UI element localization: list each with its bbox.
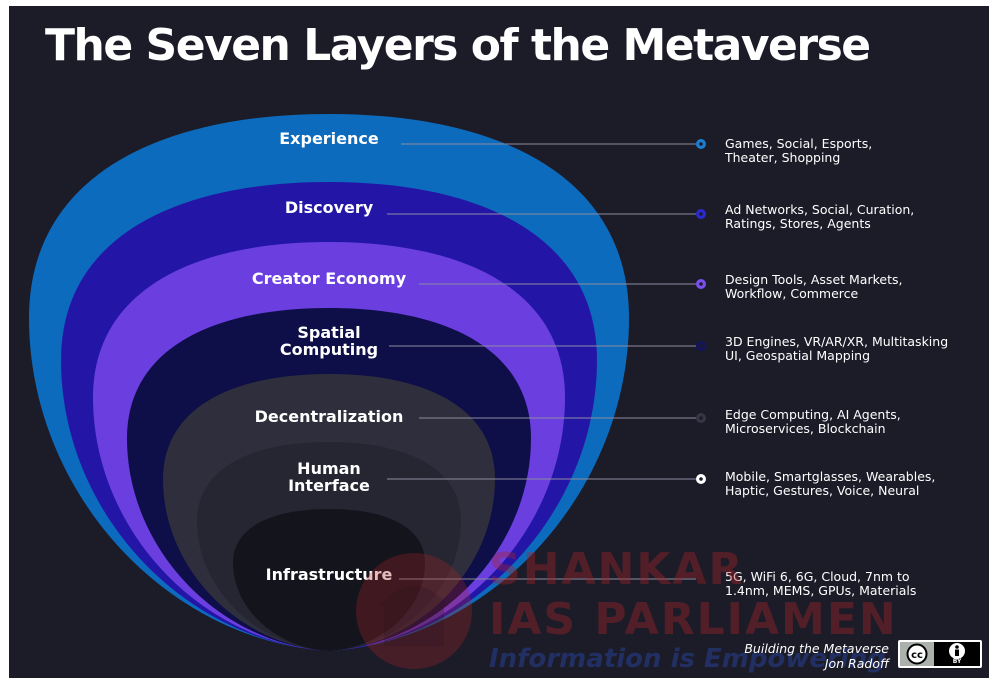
license-badge: cc BY bbox=[898, 640, 982, 668]
page-title: The Seven Layers of the Metaverse bbox=[45, 20, 871, 71]
layer-label-infrastructure: Infrastructure bbox=[265, 565, 393, 584]
connector-marker-dot-decentralization bbox=[699, 416, 703, 420]
cc-icon: cc bbox=[906, 643, 928, 665]
connector-marker-dot-discovery bbox=[699, 212, 703, 216]
layer-label-spatial-computing: Spatial Computing bbox=[279, 323, 379, 359]
infographic: The Seven Layers of the Metaverse Experi… bbox=[9, 6, 989, 678]
layer-description-human-interface: Mobile, Smartglasses, Wearables,Haptic, … bbox=[725, 469, 936, 498]
layers-diagram bbox=[29, 114, 706, 651]
connector-marker-dot-experience bbox=[699, 142, 703, 146]
layer-description-decentralization: Edge Computing, AI Agents,Microservices,… bbox=[725, 407, 901, 436]
layer-description-creator-economy: Design Tools, Asset Markets,Workflow, Co… bbox=[725, 272, 903, 301]
layer-shape-infrastructure bbox=[233, 509, 425, 651]
connector-marker-dot-human-interface bbox=[699, 477, 703, 481]
layer-label-experience: Experience bbox=[279, 129, 379, 148]
cc-by-icon: BY bbox=[934, 642, 980, 666]
layer-label-decentralization: Decentralization bbox=[254, 407, 404, 426]
layer-label-discovery: Discovery bbox=[284, 198, 374, 217]
layer-label-human-interface: Human Interface bbox=[288, 459, 370, 495]
credit: Building the Metaverse Jon Radoff bbox=[744, 641, 889, 671]
connector-marker-dot-infrastructure bbox=[699, 577, 703, 581]
attribution-person-icon bbox=[949, 643, 965, 659]
layer-description-discovery: Ad Networks, Social, Curation,Ratings, S… bbox=[725, 202, 915, 231]
cc-by-label: BY bbox=[952, 658, 962, 665]
connector-marker-dot-spatial-computing bbox=[699, 344, 703, 348]
svg-text:cc: cc bbox=[911, 650, 923, 661]
credit-author: Jon Radoff bbox=[824, 656, 889, 671]
connector-marker-dot-creator-economy bbox=[699, 282, 703, 286]
layer-label-creator-economy: Creator Economy bbox=[251, 269, 407, 288]
cc-logo-icon: cc bbox=[900, 642, 934, 666]
credit-line-1: Building the Metaverse bbox=[744, 641, 889, 656]
layer-description-experience: Games, Social, Esports,Theater, Shopping bbox=[725, 136, 873, 165]
